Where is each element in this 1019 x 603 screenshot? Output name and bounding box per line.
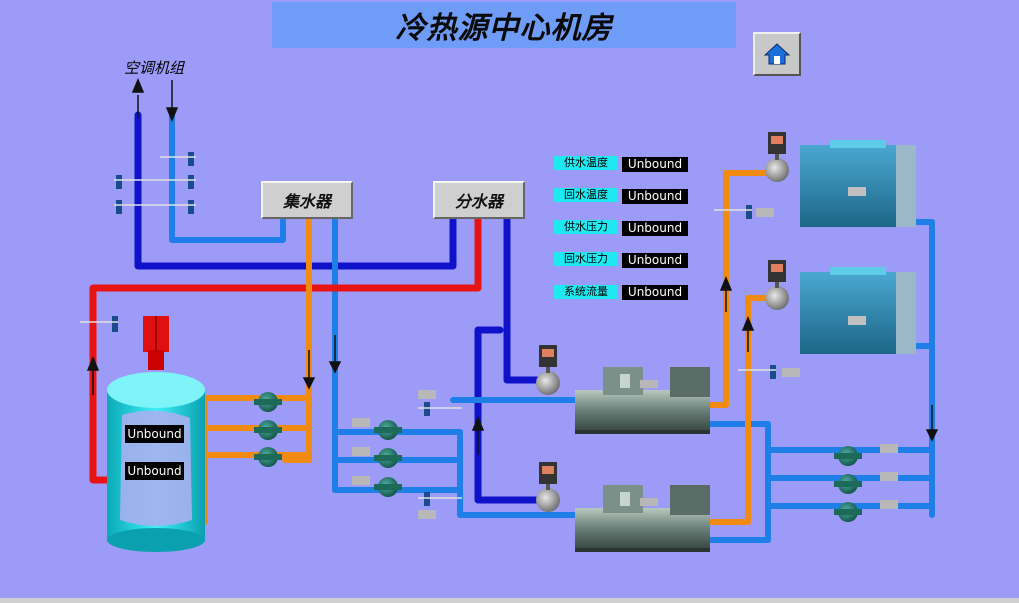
page-title: 冷热源中心机房 [395, 11, 613, 46]
chillers [575, 367, 710, 552]
param-value-return-pressure: Unbound [622, 253, 688, 268]
pumps [254, 392, 862, 522]
param-value-supply-temp: Unbound [622, 157, 688, 172]
motorized-valves [536, 132, 789, 512]
home-icon [764, 43, 790, 65]
param-label-supply-pressure: 供水压力 [554, 220, 618, 234]
home-button[interactable] [753, 32, 801, 76]
hot-pipe [89, 216, 482, 484]
tank-value-1: Unbound [125, 425, 184, 443]
ac-unit-label: 空调机组 [124, 59, 185, 77]
tank-value-2: Unbound [125, 462, 184, 480]
cooling-towers [800, 140, 916, 354]
collector-header: 集水器 [261, 181, 353, 219]
param-label-return-temp: 回水温度 [554, 188, 618, 202]
param-label-system-flow: 系统流量 [554, 285, 618, 299]
supply-pipes [134, 111, 552, 504]
param-value-return-temp: Unbound [622, 189, 688, 204]
param-value-system-flow: Unbound [622, 285, 688, 300]
title-bar: 冷热源中心机房 [272, 2, 736, 48]
param-label-return-pressure: 回水压力 [554, 252, 618, 266]
param-label-supply-temp: 供水温度 [554, 156, 618, 170]
param-value-supply-pressure: Unbound [622, 221, 688, 236]
distributor-header: 分水器 [433, 181, 525, 219]
